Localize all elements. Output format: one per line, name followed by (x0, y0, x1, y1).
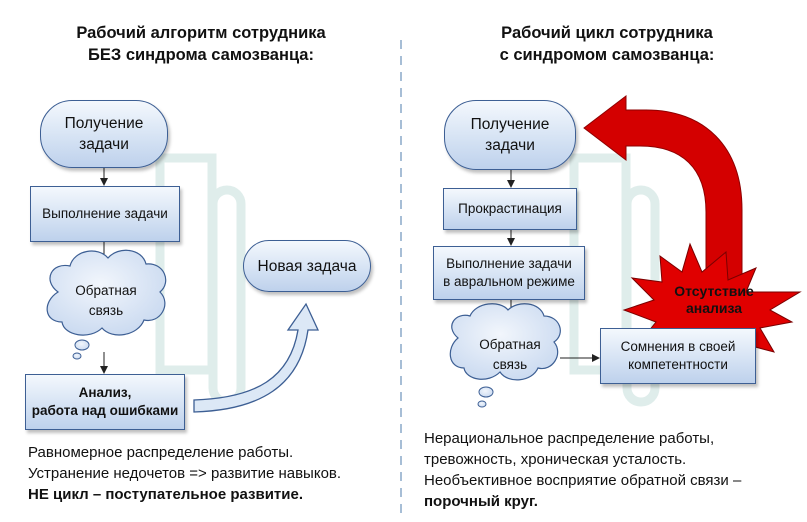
left-feedback: Обратная связь (56, 281, 156, 321)
right-feedback: Обратная связь (460, 335, 560, 375)
right-caption-line1: Нерациональное распределение работы, (424, 430, 715, 447)
right-feedback-line2: связь (492, 357, 528, 372)
left-caption-line1: Равномерное распределение работы. (28, 444, 294, 461)
left-analysis: Анализ, работа над ошибками (25, 374, 185, 430)
red-loop-arrow (583, 94, 743, 331)
curved-arrow-new-task (193, 302, 320, 413)
left-analysis-line1: Анализ, (78, 385, 132, 400)
right-title-line1: Рабочий цикл сотрудника (501, 24, 713, 42)
left-analysis-line2: работа над ошибками (31, 403, 179, 418)
left-title: Рабочий алгоритм сотрудника БЕЗ синдрома… (40, 22, 362, 66)
feedback-cloud-right (449, 303, 561, 408)
procrastination: Прокрастинация (443, 188, 577, 230)
feedback-cloud-left (46, 249, 167, 360)
right-receive-line2: задачи (485, 137, 535, 154)
burst-line2: анализа (685, 300, 743, 316)
left-title-line2: БЕЗ синдрома самозванца: (88, 46, 314, 64)
left-execute-label: Выполнение задачи (42, 206, 168, 221)
new-task: Новая задача (243, 240, 371, 292)
left-receive-line2: задачи (79, 136, 129, 153)
right-caption-line4: порочный круг. (424, 493, 538, 510)
left-feedback-line1: Обратная (75, 283, 137, 298)
left-execute-task: Выполнение задачи (30, 186, 180, 242)
burst-line1: Отсутствие (674, 283, 754, 299)
rush-line2: в авральном режиме (443, 274, 575, 289)
procrastination-label: Прокрастинация (458, 201, 562, 216)
left-caption-line2: Устранение недочетов => развитие навыков… (28, 465, 342, 482)
new-task-label: Новая задача (257, 257, 357, 275)
right-caption-line2: тревожность, хроническая усталость. (424, 451, 687, 468)
right-caption-line3: Необъективное восприятие обратной связи … (424, 472, 742, 489)
left-caption-line3: НЕ цикл – поступательное развитие. (28, 486, 304, 503)
left-receive-line1: Получение (64, 115, 144, 132)
left-feedback-line2: связь (88, 303, 124, 318)
left-caption: Равномерное распределение работы. Устран… (28, 442, 388, 505)
competence-doubt: Сомнения в своей компетентности (600, 328, 756, 384)
rush-execution: Выполнение задачи в авральном режиме (433, 246, 585, 300)
rush-line1: Выполнение задачи (446, 256, 572, 271)
right-receive-task: Получение задачи (444, 100, 576, 170)
right-title: Рабочий цикл сотрудника с синдромом само… (440, 22, 774, 66)
right-caption: Нерациональное распределение работы, тре… (424, 428, 804, 512)
right-feedback-line1: Обратная (479, 337, 541, 352)
burst-label: Отсутствие анализа (664, 283, 764, 317)
right-receive-line1: Получение (470, 116, 550, 133)
left-title-line1: Рабочий алгоритм сотрудника (76, 24, 326, 42)
right-title-line2: с синдромом самозванца: (499, 46, 715, 64)
left-receive-task: Получение задачи (40, 100, 168, 168)
doubt-line1: Сомнения в своей (620, 339, 736, 354)
doubt-line2: компетентности (628, 357, 728, 372)
